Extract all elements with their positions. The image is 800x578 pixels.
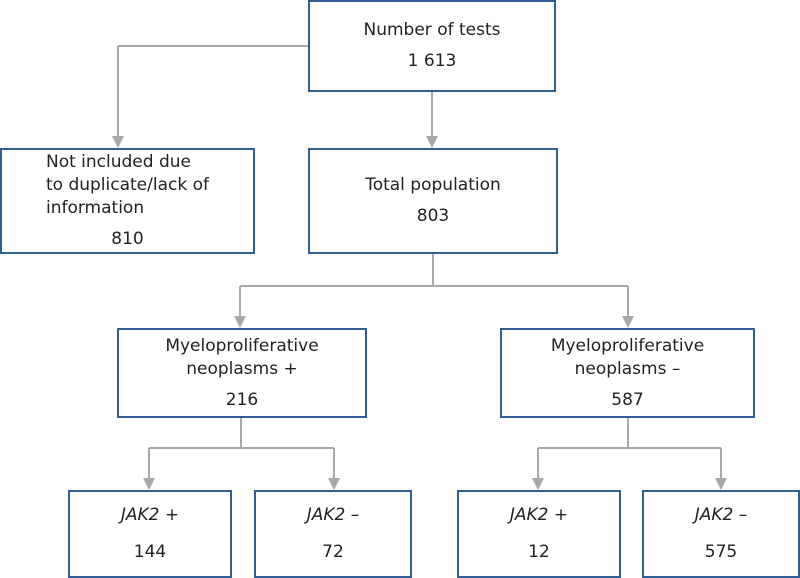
arrowhead-total (426, 136, 438, 148)
arrowhead-excluded (112, 136, 124, 148)
node-mpn-positive-jak2-positive: JAK2 + 144 (68, 490, 232, 578)
node-mpn-negative-jak2-negative-label: JAK2 – (694, 505, 748, 525)
node-mpn-positive-jak2-positive-label: JAK2 + (120, 505, 180, 525)
node-mpn-negative: Myeloproliferative neoplasms – 587 (500, 328, 755, 418)
node-mpn-positive-jak2-positive-value: 144 (133, 542, 167, 562)
node-total-population-value: 803 (416, 206, 450, 226)
node-not-included-value: 810 (111, 229, 144, 249)
node-not-included: Not included due to duplicate/lack of in… (0, 148, 255, 254)
node-mpn-negative-value: 587 (611, 389, 644, 410)
node-mpn-positive-value: 216 (225, 389, 259, 410)
node-mpn-negative-jak2-positive-value: 12 (528, 542, 550, 562)
node-mpn-negative-jak2-negative-value: 575 (704, 542, 738, 562)
node-mpn-negative-jak2-negative: JAK2 – 575 (642, 490, 800, 578)
node-mpn-negative-jak2-positive: JAK2 + 12 (457, 490, 621, 578)
arrowhead-leaf-2 (328, 478, 340, 490)
arrowhead-mpn-positive (234, 316, 246, 328)
node-number-of-tests-label: Number of tests (363, 20, 501, 40)
node-not-included-label: Not included due to duplicate/lack of in… (45, 152, 209, 218)
node-total-population-label: Total population (365, 175, 501, 195)
node-mpn-positive: Myeloproliferative neoplasms + 216 (117, 328, 367, 418)
node-mpn-positive-label: Myeloproliferative neoplasms + (165, 335, 319, 379)
arrowhead-mpn-negative (622, 316, 634, 328)
arrowhead-leaf-1 (143, 478, 155, 490)
node-mpn-positive-jak2-negative: JAK2 – 72 (254, 490, 412, 578)
node-number-of-tests-value: 1 613 (407, 51, 457, 71)
arrowhead-leaf-3 (532, 478, 544, 490)
node-mpn-negative-label: Myeloproliferative neoplasms – (550, 335, 705, 379)
node-mpn-negative-jak2-positive-label: JAK2 + (509, 505, 569, 525)
node-number-of-tests: Number of tests 1 613 (308, 0, 556, 92)
node-mpn-positive-jak2-negative-value: 72 (322, 542, 344, 562)
node-total-population: Total population 803 (308, 148, 558, 254)
arrowhead-leaf-4 (715, 478, 727, 490)
node-mpn-positive-jak2-negative-label: JAK2 – (306, 505, 360, 525)
